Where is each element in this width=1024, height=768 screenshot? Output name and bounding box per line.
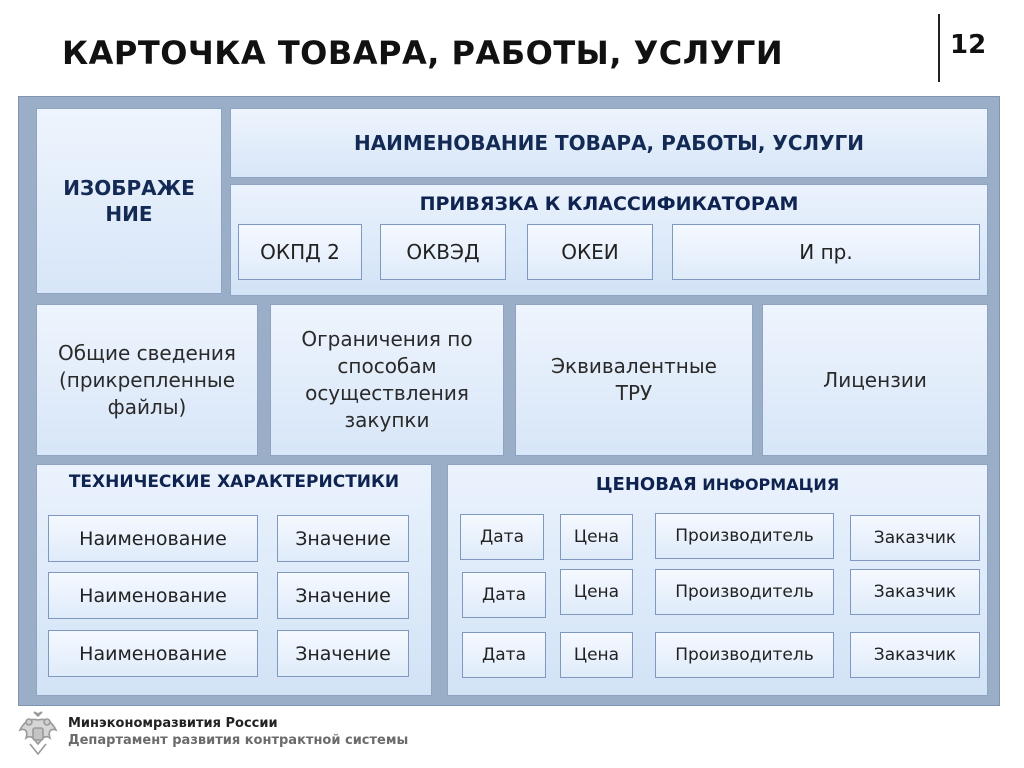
classifier-okved: ОКВЭД	[380, 224, 506, 280]
tech-value-cell: Значение	[277, 572, 409, 619]
tech-value-cell: Значение	[277, 630, 409, 677]
classifiers-header: ПРИВЯЗКА К КЛАССИФИКАТОРАМ	[419, 193, 799, 215]
restrictions-line4: закупки	[344, 408, 430, 432]
image-label-line2: НИЕ	[105, 202, 153, 226]
price-value-cell: Цена	[560, 514, 633, 560]
classifier-other: И пр.	[672, 224, 980, 280]
general-info-line3: файлы)	[107, 394, 187, 419]
price-info-header: ЦЕНОВАЯ ИНФОРМАЦИЯ	[447, 474, 988, 495]
licenses-box: Лицензии	[762, 304, 988, 456]
general-info-box: Общие сведения (прикрепленные файлы)	[36, 304, 258, 456]
image-box: ИЗОБРАЖЕ НИЕ	[36, 108, 222, 294]
product-name-box: НАИМЕНОВАНИЕ ТОВАРА, РАБОТЫ, УСЛУГИ	[230, 108, 988, 178]
procurement-restrictions-box: Ограничения по способам осуществления за…	[270, 304, 504, 456]
restrictions-line1: Ограничения по	[301, 327, 473, 351]
price-producer-cell: Производитель	[655, 632, 834, 678]
image-label-line1: ИЗОБРАЖЕ	[63, 176, 195, 200]
restrictions-line2: способам	[337, 354, 437, 378]
price-customer-cell: Заказчик	[850, 569, 980, 615]
footer-department: Департамент развития контрактной системы	[68, 733, 409, 748]
price-info-header-part1: ЦЕНОВАЯ	[595, 474, 697, 495]
product-name-label: НАИМЕНОВАНИЕ ТОВАРА, РАБОТЫ, УСЛУГИ	[353, 131, 865, 155]
equivalents-line2: ТРУ	[615, 381, 653, 405]
equivalents-line1: Эквивалентные	[551, 354, 717, 378]
classifier-okpd2: ОКПД 2	[238, 224, 362, 280]
general-info-line2: (прикрепленные	[58, 367, 236, 392]
page-number: 12	[950, 30, 987, 60]
general-info-line1: Общие сведения	[58, 340, 236, 365]
coat-of-arms-emblem-icon	[16, 710, 60, 758]
tech-name-cell: Наименование	[48, 515, 258, 562]
tech-name-cell: Наименование	[48, 572, 258, 619]
restrictions-line3: осуществления	[305, 381, 469, 405]
price-customer-cell: Заказчик	[850, 515, 980, 561]
tech-value-cell: Значение	[277, 515, 409, 562]
price-producer-cell: Производитель	[655, 569, 834, 615]
price-value-cell: Цена	[560, 569, 633, 615]
price-date-cell: Дата	[462, 572, 546, 618]
tech-characteristics-header: ТЕХНИЧЕСКИЕ ХАРАКТЕРИСТИКИ	[68, 472, 400, 492]
price-date-cell: Дата	[462, 632, 546, 678]
slide-title: КАРТОЧКА ТОВАРА, РАБОТЫ, УСЛУГИ	[62, 34, 784, 72]
tech-name-cell: Наименование	[48, 630, 258, 677]
licenses-label: Лицензии	[823, 368, 927, 392]
equivalents-box: Эквивалентные ТРУ	[515, 304, 753, 456]
price-value-cell: Цена	[560, 632, 633, 678]
title-divider	[938, 14, 940, 82]
classifier-okei: ОКЕИ	[527, 224, 653, 280]
price-producer-cell: Производитель	[655, 513, 834, 559]
price-info-header-part2: ИНФОРМАЦИЯ	[702, 475, 840, 494]
price-date-cell: Дата	[460, 514, 544, 560]
price-customer-cell: Заказчик	[850, 632, 980, 678]
footer-ministry: Минэкономразвития России	[68, 716, 278, 731]
